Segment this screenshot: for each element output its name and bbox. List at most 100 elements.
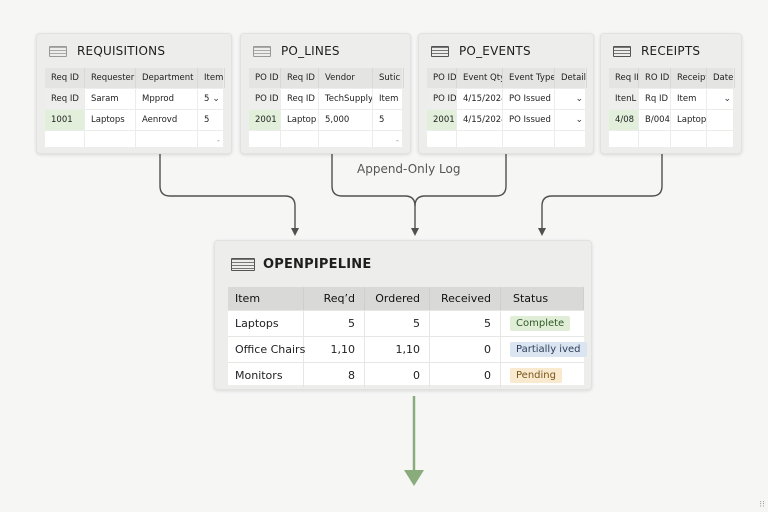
receipts-connector	[538, 154, 663, 236]
table-cell	[555, 131, 587, 151]
table-icon	[613, 45, 631, 57]
po-lines-header: PO_LINES	[241, 34, 410, 68]
table-icon	[231, 257, 255, 271]
column-header: Item	[228, 287, 304, 310]
table-cell: Req ID	[45, 89, 85, 109]
table-cell: PO ID	[427, 89, 457, 109]
column-header: Req ID	[609, 68, 639, 88]
table-row[interactable]: Monitors 8 0 0 Pending	[228, 363, 584, 388]
column-header: Ordered	[365, 287, 430, 310]
table-cell: Item	[379, 94, 399, 104]
header-row: PO ID Req ID Vendor Sutic	[249, 68, 404, 89]
requisitions-table-card[interactable]: REQUISITIONS Req ID Requester Department…	[36, 33, 232, 154]
table-row[interactable]: 4/08 B/004 Laptops	[609, 110, 733, 131]
table-row[interactable]: 2001 Laptop 5,000 5	[249, 110, 402, 131]
table-cell: TechSupply	[319, 89, 373, 109]
openpipeline-header: OPENPIPELINE	[215, 241, 591, 287]
table-cell: 4/15/2024	[457, 110, 503, 130]
requisitions-grid: Req ID Requester Department Item Req ID …	[45, 68, 225, 151]
table-cell: 1001	[45, 110, 85, 130]
chevron-down-icon[interactable]: ⌄	[723, 94, 731, 104]
column-header: Requester	[85, 68, 136, 88]
chevron-down-icon[interactable]: ⌄	[212, 94, 220, 104]
table-cell: Item	[671, 89, 707, 109]
column-header: Date	[707, 68, 735, 88]
table-cell: -	[216, 136, 220, 146]
header-row: Item Req’d Ordered Received Status	[228, 287, 584, 311]
table-cell: PO ID	[249, 89, 281, 109]
table-cell: 2001	[249, 110, 281, 130]
table-cell	[671, 131, 707, 151]
table-cell: ⌄	[555, 110, 587, 130]
table-name: OPENPIPELINE	[263, 256, 372, 272]
table-cell	[609, 131, 639, 151]
chevron-down-icon[interactable]: ⌄	[575, 94, 583, 104]
table-cell: Aenrovd	[136, 110, 198, 130]
receipts-table-card[interactable]: RECEIPTS Req ID RO ID Receipt Date ItenL…	[600, 33, 742, 154]
table-cell	[707, 131, 735, 151]
table-cell: PO Issued	[503, 110, 555, 130]
table-cell: 5	[204, 115, 210, 125]
column-header: Req ID	[45, 68, 85, 88]
table-row[interactable]: Laptops 5 5 5 Complete	[228, 311, 584, 337]
table-cell: ⌄	[555, 89, 587, 109]
received-cell: 0	[430, 363, 501, 388]
status-badge: Partially ived	[510, 342, 587, 357]
table-row[interactable]: -	[249, 131, 402, 151]
column-header: RO ID	[639, 68, 671, 88]
column-header: Sutic	[373, 68, 404, 88]
table-cell: Laptop	[281, 110, 319, 130]
status-badge: Complete	[510, 316, 571, 331]
table-row[interactable]: 2001 4/15/2024 PO Issued ⌄	[427, 110, 585, 131]
table-cell: Req ID	[281, 89, 319, 109]
table-cell: ItenL	[609, 89, 639, 109]
table-row[interactable]: ItenL Rq ID Item ⌄	[609, 89, 733, 110]
output-arrow-head	[404, 470, 424, 486]
table-cell: Laptops	[85, 110, 136, 130]
table-row[interactable]: Office Chairs 1,10 1,10 0 Partially ived	[228, 337, 587, 363]
status-cell: Pending	[501, 363, 584, 388]
po-lines-table-card[interactable]: PO_LINES PO ID Req ID Vendor Sutic PO ID…	[240, 33, 411, 154]
table-cell: PO Issued	[503, 89, 555, 109]
table-row[interactable]: PO ID 4/15/2024 PO Issued ⌄	[427, 89, 585, 110]
receipts-header: RECEIPTS	[601, 34, 741, 68]
table-icon	[253, 45, 271, 57]
po-events-table-card[interactable]: PO_EVENTS PO ID Event Qty Event Type Det…	[418, 33, 594, 154]
table-row[interactable]: -	[45, 131, 223, 151]
column-header: Event Qty	[457, 68, 503, 88]
table-cell: 5⌄	[204, 94, 220, 104]
item-cell: Monitors	[228, 363, 304, 388]
table-cell: B/004	[639, 110, 671, 130]
reqd-cell: 5	[304, 311, 365, 336]
header-row: PO ID Event Qty Event Type Details	[427, 68, 587, 89]
column-header: Item	[198, 68, 225, 88]
table-row[interactable]: Req ID Saram Mpprod 5⌄	[45, 89, 223, 110]
table-cell: Rq ID	[639, 89, 671, 109]
status-cell: Partially ived	[501, 337, 587, 362]
reqd-cell: 1,10	[304, 337, 365, 362]
column-header: PO ID	[427, 68, 457, 88]
column-header: Receipt	[671, 68, 707, 88]
table-row[interactable]: PO ID Req ID TechSupply Item	[249, 89, 402, 110]
column-header: Req’d	[304, 287, 365, 310]
table-cell	[457, 131, 503, 151]
table-row[interactable]	[427, 131, 585, 151]
header-row: Req ID Requester Department Item	[45, 68, 225, 89]
table-cell	[707, 110, 735, 130]
table-row[interactable]	[609, 131, 733, 151]
corner-mark-icon: ⁝⁝	[759, 500, 765, 510]
table-icon	[431, 45, 449, 57]
table-cell	[85, 131, 136, 151]
column-header: Received	[430, 287, 501, 310]
table-cell	[319, 131, 373, 151]
table-name: PO_EVENTS	[459, 44, 531, 58]
chevron-down-icon[interactable]: ⌄	[575, 115, 583, 125]
table-row[interactable]: 1001 Laptops Aenrovd 5	[45, 110, 223, 131]
openpipeline-table-card[interactable]: OPENPIPELINE Item Req’d Ordered Received…	[214, 240, 592, 390]
table-cell	[45, 131, 85, 151]
table-cell: Laptops	[671, 110, 707, 130]
table-cell	[281, 131, 319, 151]
table-cell: -	[395, 136, 399, 146]
column-header: Vendor	[319, 68, 373, 88]
ordered-cell: 5	[365, 311, 430, 336]
